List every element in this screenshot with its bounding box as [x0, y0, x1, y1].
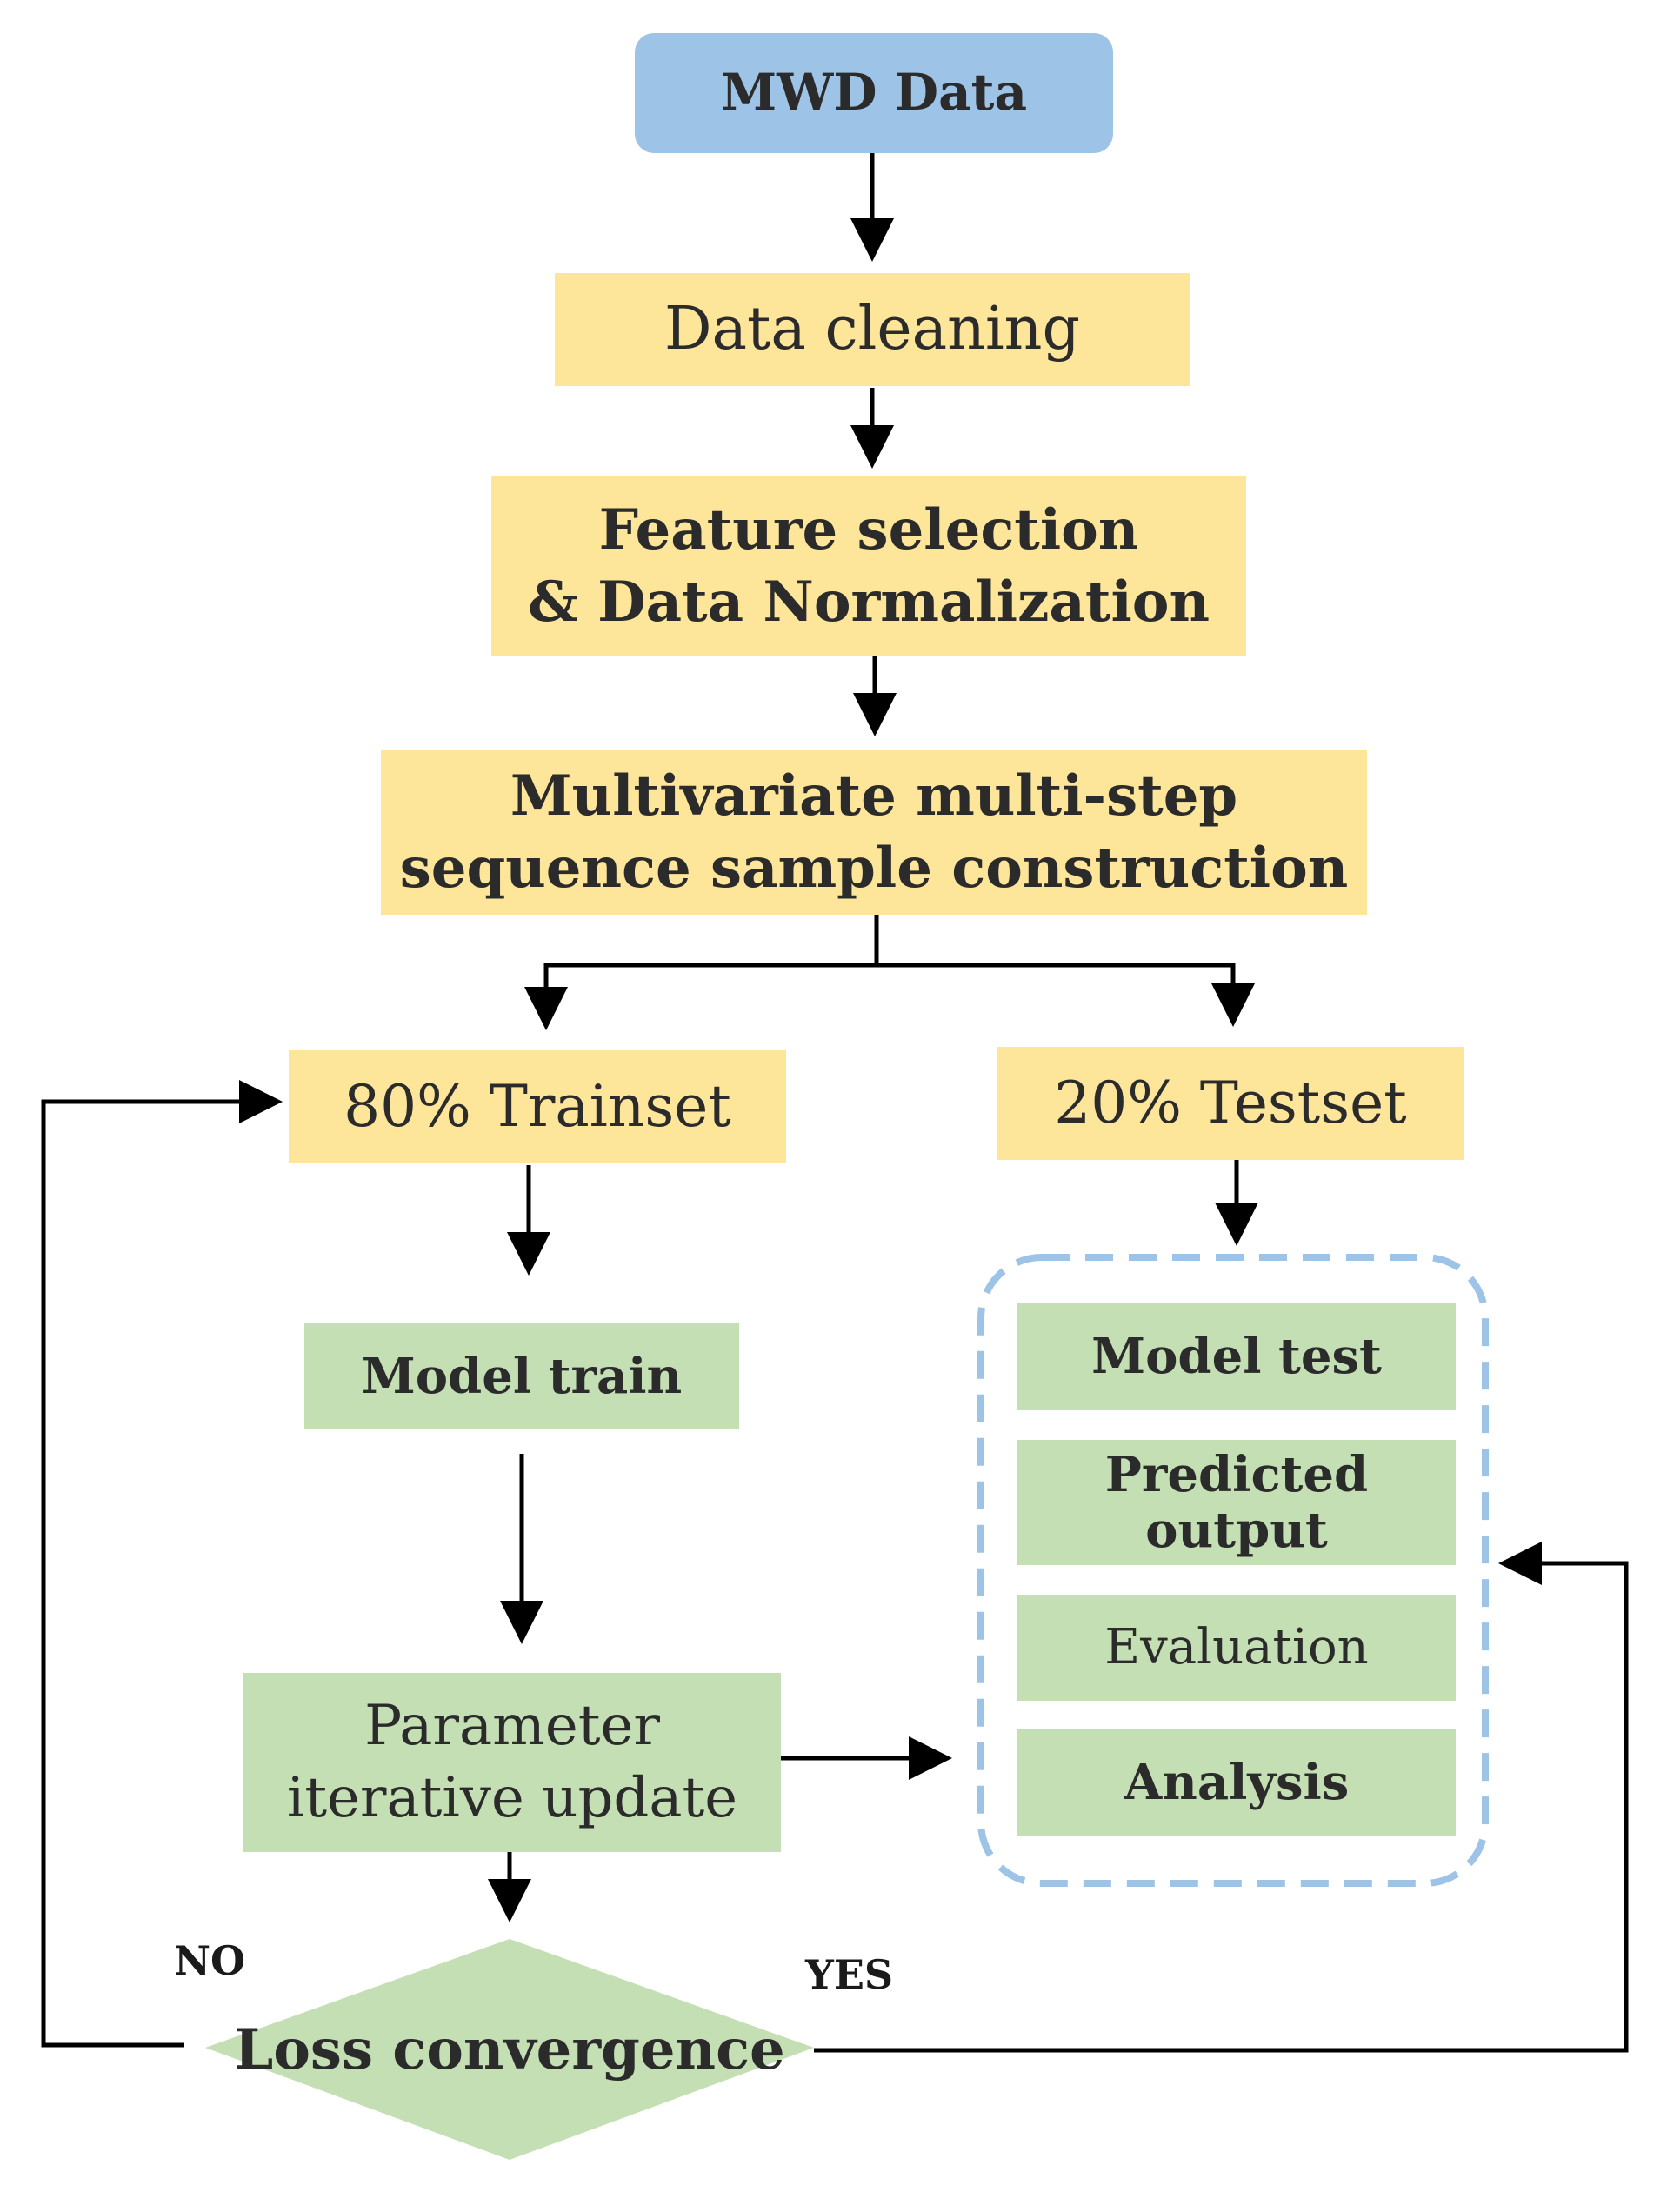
- node-loss-convergence: Loss convergence: [234, 2016, 785, 2082]
- node-feature-selection: Feature selection & Data Normalization: [491, 476, 1246, 656]
- node-predicted-output: Predicted output: [1017, 1440, 1456, 1565]
- node-model-test: Model test: [1017, 1303, 1456, 1410]
- node-mwd-data: MWD Data: [635, 33, 1113, 153]
- edge-label-no: NO: [174, 1937, 246, 1984]
- node-analysis: Analysis: [1017, 1729, 1456, 1836]
- edge-loss-no-to-trainset: [41, 1080, 283, 2048]
- edge-sample-to-trainset: [524, 915, 879, 1030]
- node-parameter-update: Parameter iterative update: [243, 1673, 781, 1852]
- node-trainset: 80% Trainset: [289, 1050, 786, 1163]
- edge-loss-yes-to-group: [814, 1542, 1629, 2053]
- edge-sample-to-testset: [877, 963, 1255, 1027]
- node-data-cleaning: Data cleaning: [555, 273, 1190, 386]
- edge-label-yes: YES: [805, 1951, 894, 1998]
- node-testset: 20% Testset: [997, 1047, 1464, 1160]
- node-sample-construction: Multivariate multi-step sequence sample …: [381, 750, 1367, 915]
- node-evaluation: Evaluation: [1017, 1595, 1456, 1701]
- loss-convergence-diamond: [205, 1939, 814, 2160]
- node-model-train: Model train: [304, 1323, 739, 1429]
- evaluation-group-border: [977, 1254, 1489, 1887]
